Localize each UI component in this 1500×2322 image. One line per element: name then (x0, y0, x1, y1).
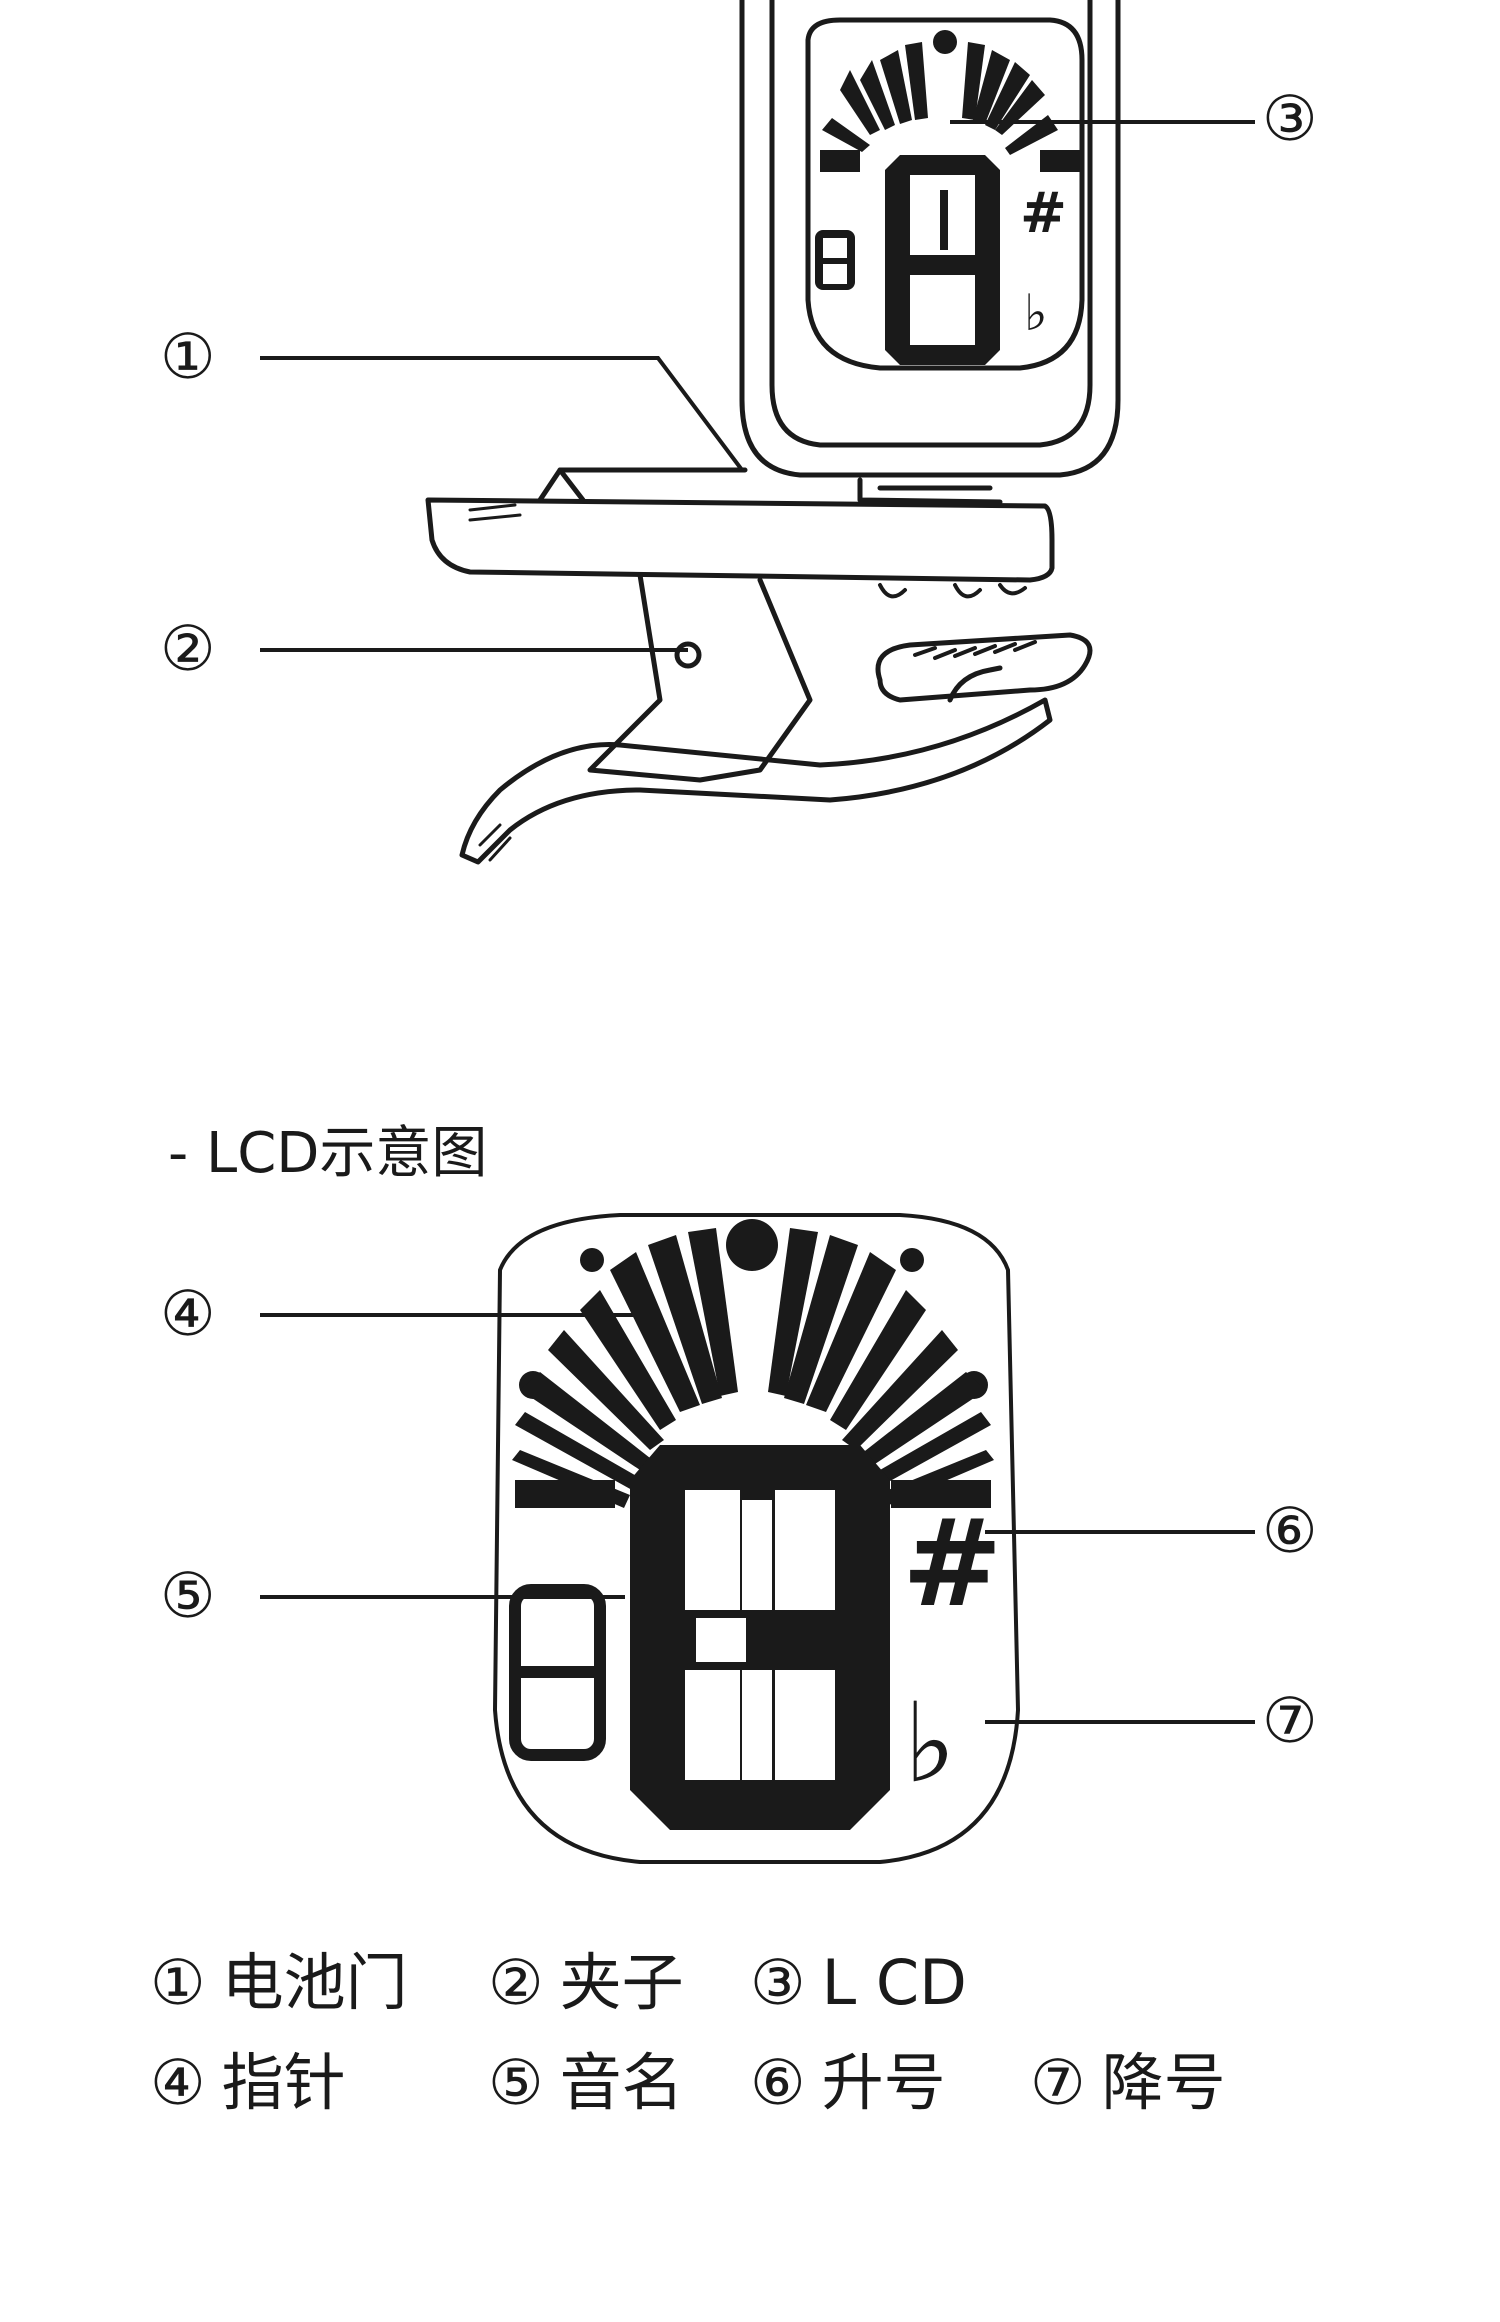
lcd-sharp-symbol: # (902, 1495, 1003, 1634)
lcd-diagram-illustration (260, 1213, 1255, 1864)
clip-lower-lever (459, 697, 1053, 865)
callout-1-battery-door: ① (160, 320, 216, 393)
callout-6-sharp: ⑥ (1262, 1494, 1318, 1567)
clip-thumb-grip (875, 632, 1093, 703)
callout-4-pointer: ④ (160, 1277, 216, 1350)
octave-digit (509, 1584, 606, 1761)
leader-line-1 (260, 356, 744, 472)
tuner-device-illustration (260, 0, 1255, 865)
small-lcd-flat-symbol: ♭ (1024, 284, 1048, 342)
clip-hinge-body (587, 572, 813, 783)
clip-hinge-pin (674, 641, 702, 669)
callout-2-clip: ② (160, 612, 216, 685)
note-name-digit (630, 1445, 890, 1830)
lcd-flat-symbol: ♭ (904, 1679, 956, 1807)
lcd-outer-frame (492, 1213, 1021, 1864)
callout-7-flat: ⑦ (1262, 1684, 1318, 1757)
lcd-section-title: - LCD示意图 (168, 1121, 488, 1186)
small-lcd-sharp-symbol: # (1020, 181, 1067, 246)
tuner-head-housing (739, 0, 1121, 478)
callout-5-note-name: ⑤ (160, 1559, 216, 1632)
pointer-segments (512, 1219, 994, 1508)
tuner-small-lcd-frame (805, 17, 1085, 371)
clip-upper-jaw (425, 497, 1055, 583)
tuner-head-inner-rim (769, 0, 1093, 448)
tuner-small-lcd-display (815, 30, 1080, 365)
callout-3-lcd: ③ (1262, 82, 1318, 155)
